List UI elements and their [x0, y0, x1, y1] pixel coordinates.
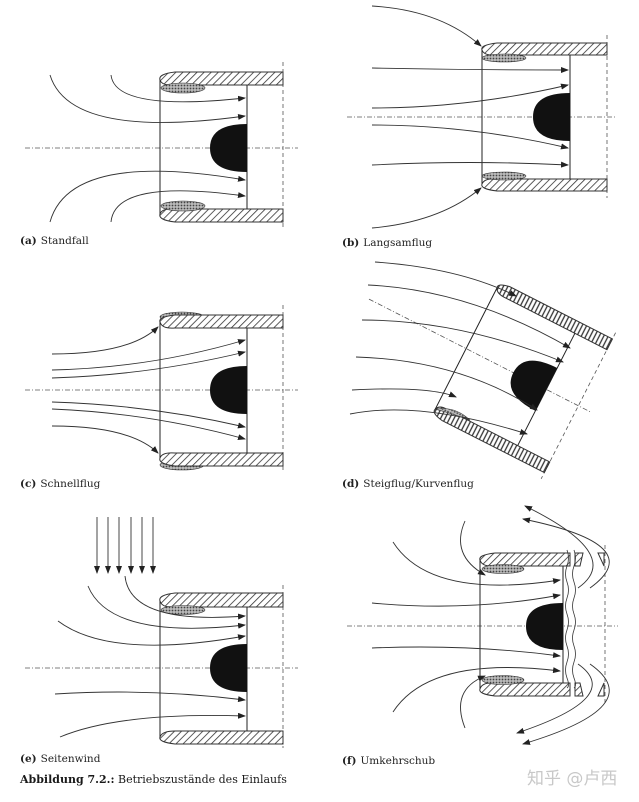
streamlines: [49, 74, 246, 223]
blocker-wavy-line-1: [565, 549, 569, 689]
panel-e-crosswind: [25, 517, 298, 748]
spinner: [526, 603, 563, 650]
lower-separation-zone: [435, 408, 471, 421]
intake-streamlines: [371, 520, 561, 729]
crosswind-arrows: [94, 517, 156, 574]
panel-a-caption: (a)Standfall: [20, 235, 89, 247]
upper-exit-blocker: [597, 552, 605, 567]
panel-c-high-speed: [25, 305, 298, 471]
panel-d-caption: (d)Steigflug/Kurvenflug: [342, 478, 474, 490]
upper-separation-zone: [160, 82, 206, 94]
fan-face: [517, 333, 576, 446]
lower-nacelle-wall: [479, 682, 571, 697]
lower-separation-zone: [481, 675, 525, 685]
lower-exit-blocker: [597, 682, 605, 697]
spinner: [210, 366, 247, 414]
panel-e-caption: (e)Seitenwind: [20, 753, 101, 765]
figure-caption-label: Abbildung 7.2.:: [20, 773, 115, 786]
lower-separation-zone: [160, 200, 206, 212]
upper-nacelle-wall: [159, 592, 284, 608]
figure-caption: Abbildung 7.2.: Betriebszustände des Ein…: [20, 773, 287, 786]
lower-reverser-cascade: [574, 682, 584, 697]
upper-nacelle-wall: [479, 552, 571, 567]
panel-c-caption: (c)Schnellflug: [20, 478, 101, 490]
reverse-flow-streamlines: [516, 505, 610, 745]
spinner: [210, 644, 247, 692]
exit-dashed-line: [540, 332, 616, 480]
blocker-wavy-line-2: [572, 549, 576, 689]
panel-d-climb-turn: [349, 261, 616, 480]
streamlines: [54, 575, 246, 738]
upper-nacelle-wall: [159, 314, 284, 329]
watermark: 知乎 @卢西: [527, 769, 618, 789]
upper-separation-zone: [160, 605, 206, 615]
panel-b-low-speed: [347, 5, 617, 229]
panel-b-caption: (b)Langsamflug: [342, 237, 432, 249]
inlet-plane: [434, 287, 498, 410]
lower-separation-zone: [481, 171, 527, 181]
panel-f-caption: (f)Umkehrschub: [342, 755, 435, 767]
streamlines: [371, 5, 569, 229]
upper-nacelle-wall: [496, 284, 614, 351]
upper-nacelle-wall: [481, 42, 608, 56]
lower-nacelle-wall: [481, 178, 608, 192]
panel-f-thrust-reverse: [347, 505, 618, 745]
upper-reverser-cascade: [574, 552, 584, 567]
spinner: [210, 124, 247, 172]
figure-caption-title: Betriebszustände des Einlaufs: [118, 773, 287, 786]
spinner: [533, 93, 570, 141]
spinner: [510, 360, 558, 411]
upper-separation-zone: [481, 53, 527, 63]
streamlines: [51, 326, 246, 454]
upper-separation-zone: [481, 564, 525, 574]
lower-nacelle-wall: [159, 452, 284, 467]
panel-a-static: [25, 62, 298, 228]
streamlines: [349, 261, 571, 435]
lower-nacelle-wall: [159, 730, 284, 745]
